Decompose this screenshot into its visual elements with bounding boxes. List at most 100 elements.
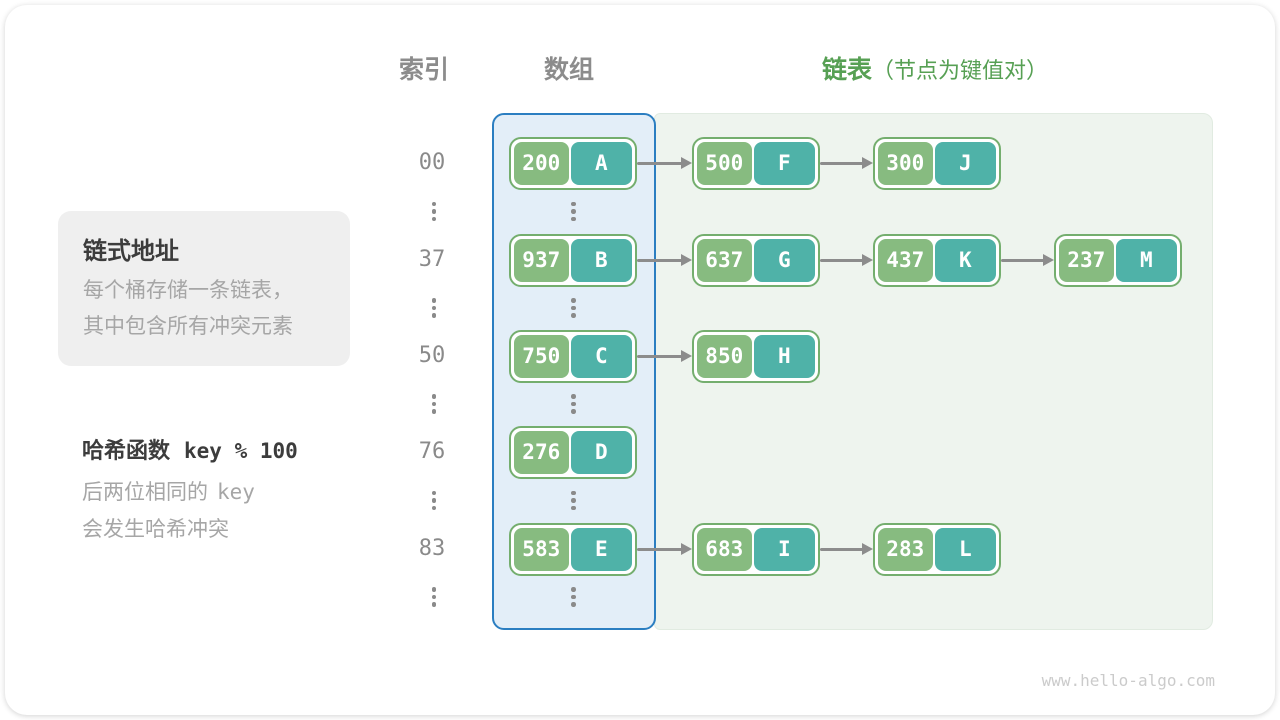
index-column-header: 索引 [398,56,449,84]
arrow-shaft [820,161,867,165]
arrow-head [862,253,873,266]
arrow-right-icon [637,156,692,170]
dot [571,394,576,399]
node-value: H [753,334,815,378]
index-label: 50 [418,343,446,368]
dot [571,305,576,310]
arrow-right-icon [637,542,692,556]
dot [431,602,437,607]
node-key: 437 [878,238,933,282]
node-value: D [570,430,632,474]
arrow-right-icon [820,542,873,556]
arrow-head [681,253,692,266]
dot [571,587,576,592]
node-key: 200 [514,141,569,185]
vertical-ellipsis-icon [569,201,579,221]
dot [571,201,576,206]
node-key: 583 [514,527,569,571]
vertical-ellipsis-icon [429,201,439,221]
arrow-head [862,542,873,555]
list-header-label: 链表 [821,56,872,84]
node-value: I [753,527,815,571]
info-panel-line1: 每个桶存储一条链表， [83,279,293,302]
arrow-shaft [820,547,867,551]
dot [431,490,437,495]
arrow-head [681,156,692,169]
node-key: 683 [697,527,752,571]
node-key: 637 [697,238,752,282]
vertical-ellipsis-icon [569,490,579,510]
info-panel-title: 链式地址 [83,238,179,265]
dot [571,498,576,503]
arrow-shaft [637,161,686,165]
dot [571,594,576,599]
arrow-head [681,349,692,362]
hash-note-line1-code: key [217,480,255,504]
dot [571,298,576,303]
node-value: J [934,141,996,185]
dot [431,587,437,592]
arrow-right-icon [1001,253,1054,267]
dot [431,505,437,510]
node-value: B [570,238,632,282]
index-label: 37 [418,247,446,272]
node-value: F [753,141,815,185]
index-label: 83 [418,536,446,561]
arrow-right-icon [820,253,873,267]
node-value: E [570,527,632,571]
dot [571,216,576,221]
index-label: 76 [418,439,446,464]
info-panel-line2: 其中包含所有冲突元素 [83,315,293,338]
list-header-note: （节点为键值对） [872,58,1049,83]
dot [431,594,437,599]
arrow-shaft [637,354,686,358]
node-value: L [934,527,996,571]
dot [431,401,437,406]
dot [431,298,437,303]
vertical-ellipsis-icon [569,394,579,414]
arrow-shaft [1001,258,1048,262]
dot [431,409,437,414]
vertical-ellipsis-icon [429,490,439,510]
node-value: M [1115,238,1177,282]
info-panel-body: 每个桶存储一条链表， 其中包含所有冲突元素 [83,273,293,345]
arrow-shaft [820,258,867,262]
dot [431,209,437,214]
index-label: 00 [418,150,446,175]
dot [571,602,576,607]
vertical-ellipsis-icon [569,587,579,607]
node-key: 937 [514,238,569,282]
vertical-ellipsis-icon [429,298,439,318]
array-column-header: 数组 [543,56,594,84]
dot [571,209,576,214]
node-value: K [934,238,996,282]
arrow-right-icon [637,349,692,363]
arrow-head [1043,253,1054,266]
node-value: C [570,334,632,378]
hash-note-line1-text: 后两位相同的 [82,481,208,504]
dot [431,216,437,221]
node-key: 500 [697,141,752,185]
dot [431,498,437,503]
node-key: 276 [514,430,569,474]
arrow-right-icon [820,156,873,170]
arrow-shaft [637,258,686,262]
dot [431,313,437,318]
dot [571,409,576,414]
hash-note-line1: 后两位相同的 key [82,476,255,506]
dot [571,505,576,510]
vertical-ellipsis-icon [429,587,439,607]
arrow-head [681,542,692,555]
